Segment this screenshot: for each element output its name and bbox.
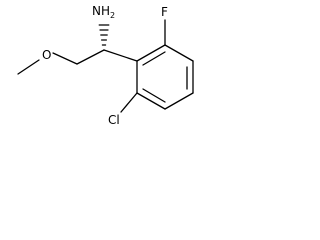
fluorine-label: F <box>161 5 168 19</box>
oxygen-label: O <box>42 48 51 62</box>
bond-chiral-ring <box>103 49 138 62</box>
bond-ring-chlorine <box>120 92 138 113</box>
stereo-hash-bond <box>98 24 110 51</box>
chlorine-label: Cl <box>108 113 120 127</box>
molecule-diagram: NH2 O F Cl <box>0 0 214 136</box>
bond-ch2-chiral-center <box>76 49 105 65</box>
benzene-ring <box>136 44 194 110</box>
bond-oxygen-ch2 <box>52 52 78 65</box>
structure-svg: NH2 O F Cl <box>17 4 194 127</box>
bond-methyl-oxygen <box>17 59 40 75</box>
amino-group-label: NH2 <box>92 4 115 20</box>
